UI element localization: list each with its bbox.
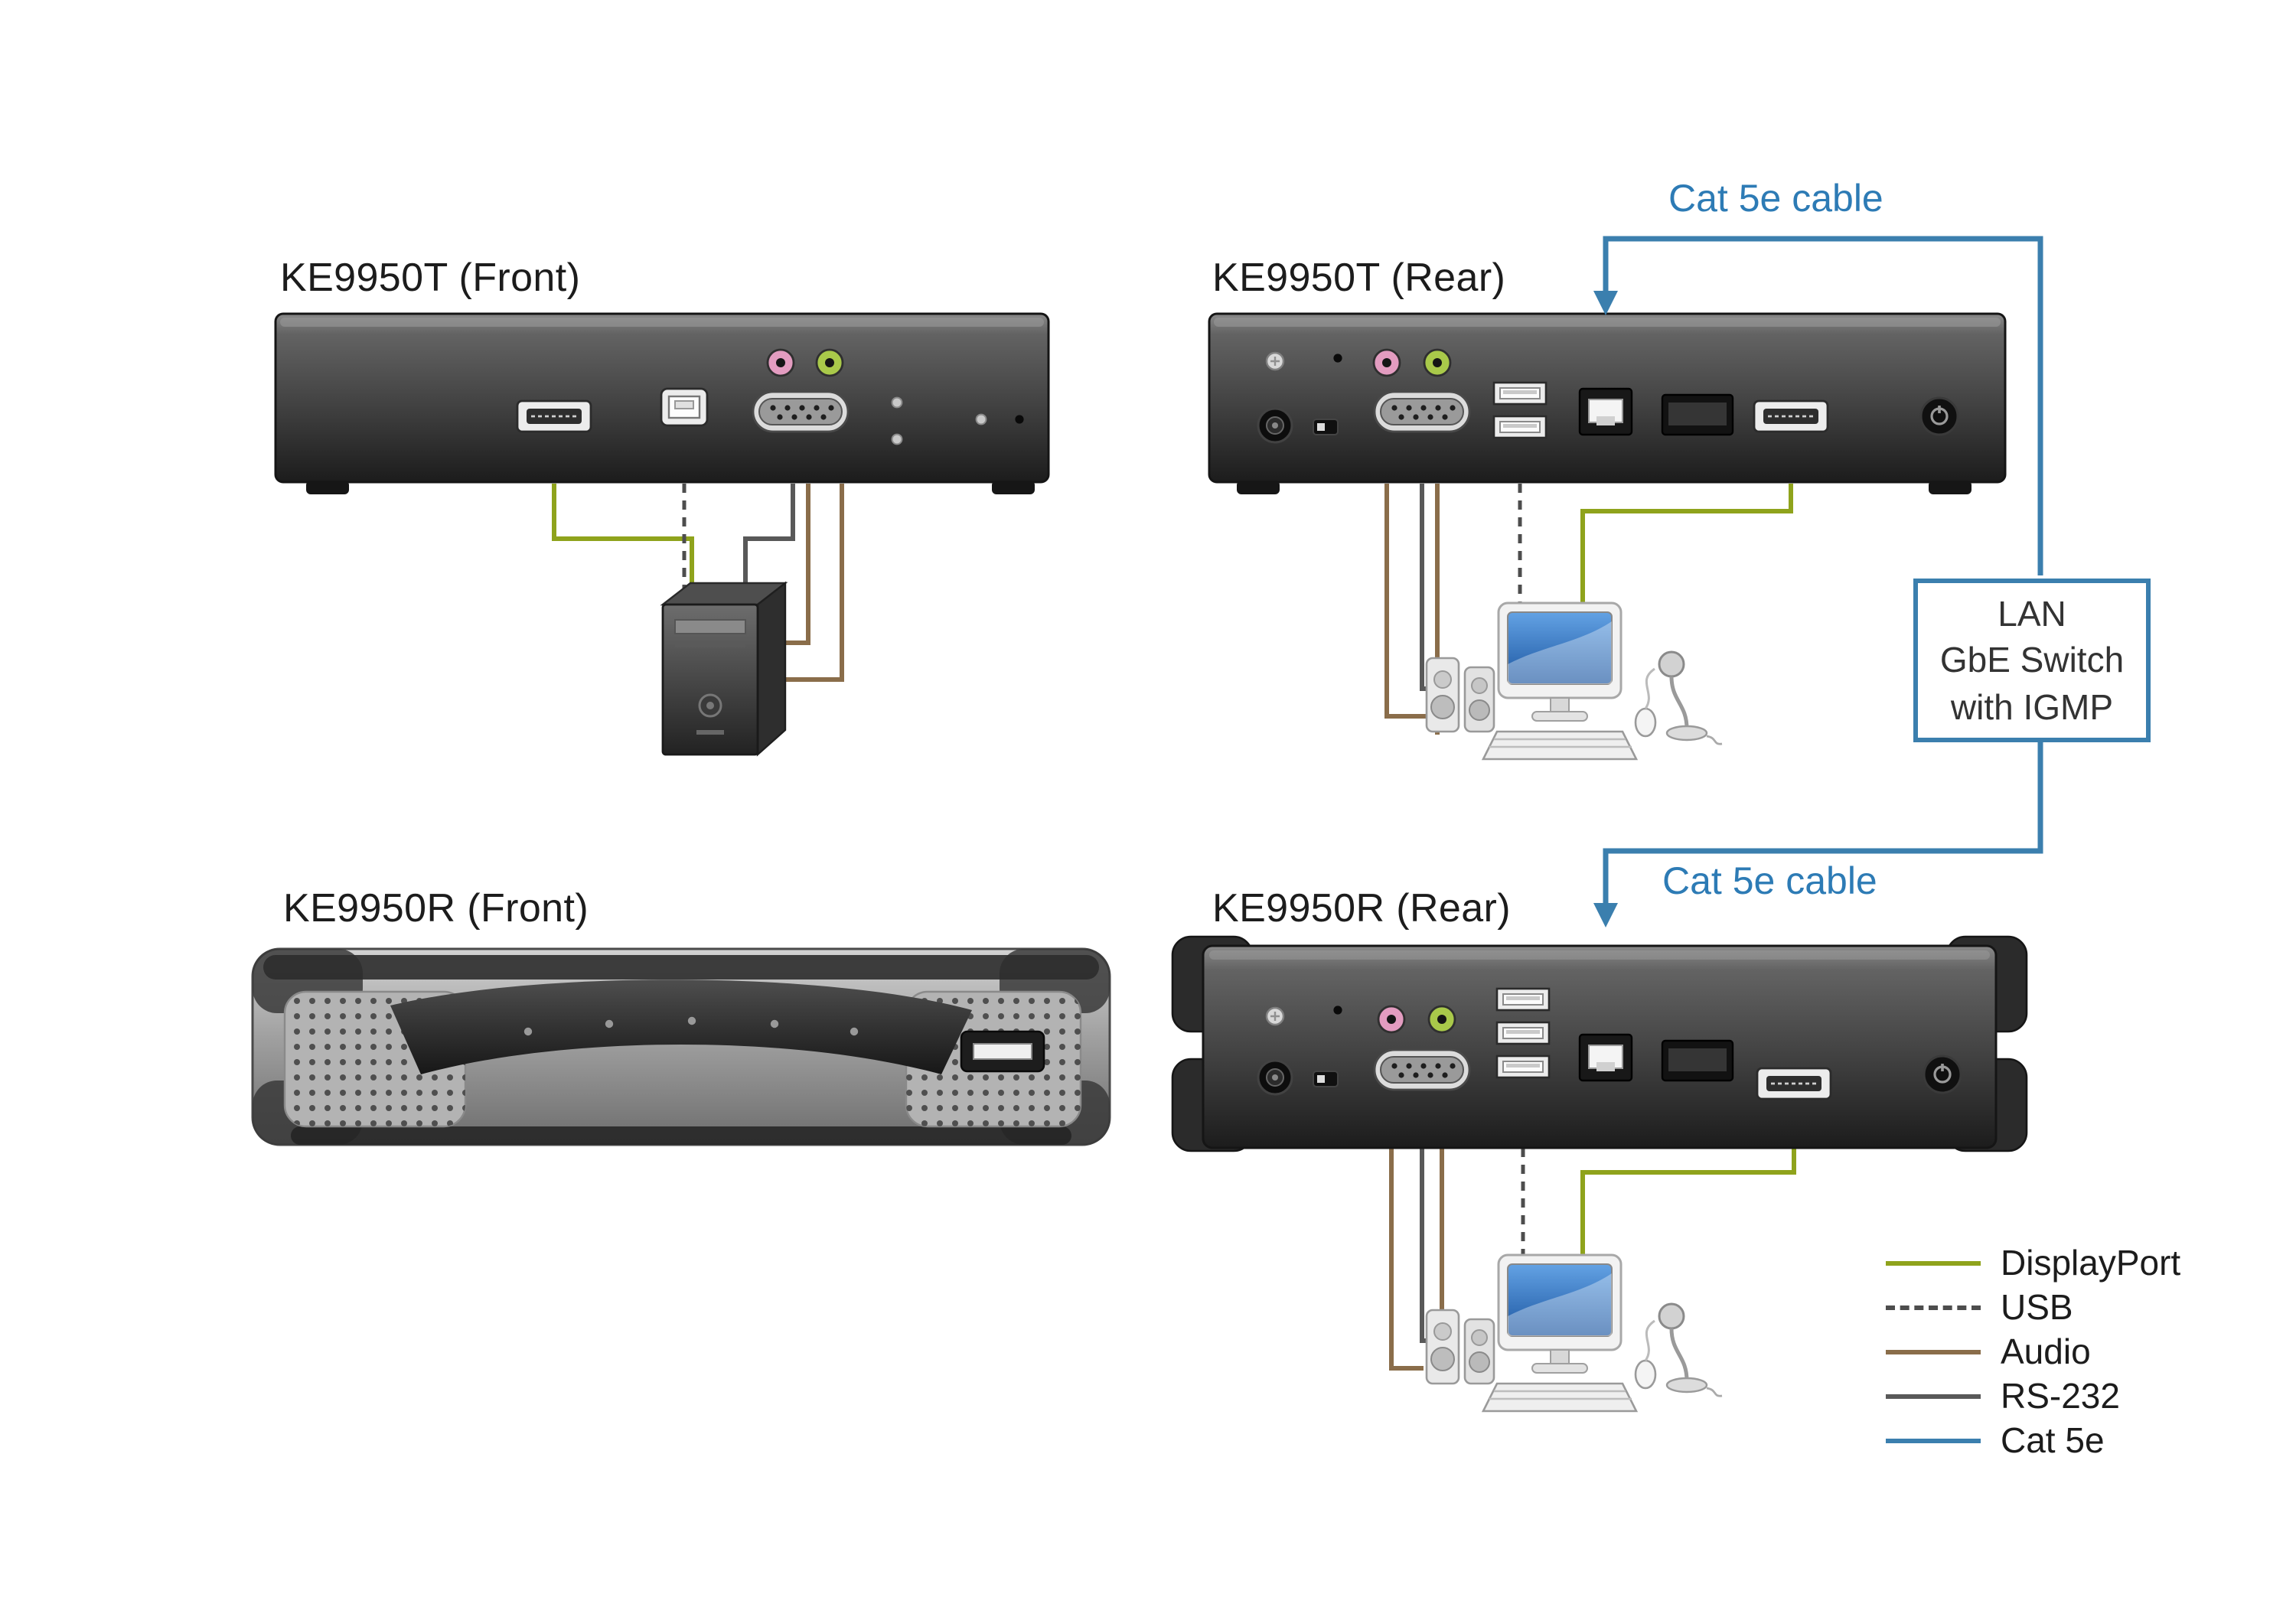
audio-cable-2 [785,484,844,682]
source-computer-tower [661,582,787,756]
audio-cable-1 [1384,484,1427,719]
mode-switch [1313,419,1339,435]
workstation-bottom [1427,1255,1722,1411]
ke9950t-rear-cables [1384,484,1793,735]
status-led [891,433,903,445]
lan-gbe-switch-box: LAN GbE Switch with IGMP [1913,579,2151,742]
front-accent-band [390,980,972,1074]
cat5e-cable-line [1603,742,2043,906]
front-band-studs [523,1016,859,1036]
ke9950t-rear-device [1208,312,2007,494]
rs232-cable [1420,484,1427,691]
rs232-cable [1420,1148,1427,1343]
audio-cable-1 [785,484,810,645]
legend-label: RS-232 [2001,1376,2120,1416]
power-connector [1923,1054,1962,1094]
switch-box-line: LAN [1998,593,2066,634]
rj45-lan-port [1578,387,1633,436]
legend-item-usb: USB [1886,1287,2180,1327]
legend-label: DisplayPort [2001,1243,2181,1283]
speaker-jack [815,348,844,377]
reset-hole [1015,415,1024,424]
legend-item-cat5e: Cat 5e [1886,1420,2180,1460]
mode-switch [1313,1071,1339,1087]
legend-label: Audio [2001,1332,2091,1371]
legend-label: USB [2001,1287,2073,1327]
legend-label: Cat 5e [2001,1420,2105,1460]
reset-hole [1333,1006,1342,1015]
rs232-db9-port [1373,390,1471,433]
usb-a-port [1492,415,1548,439]
dc-power-jack [1257,407,1293,444]
displayport-port [516,399,592,433]
usb-a-port [1492,381,1548,406]
audio-line-key [1886,1350,1981,1354]
audio-cable-1 [1389,1148,1424,1371]
usb-b-port [660,387,709,427]
displayport-cable [1580,1148,1796,1255]
ke9950r-front-device [251,947,1111,1146]
front-usb-port [960,1030,1045,1073]
cat5e-cable-top-run [1593,236,2043,575]
displayport-cable [1580,484,1793,603]
workstation-top [1427,603,1722,759]
ke9950t-front-cables [552,484,844,682]
usb-line-key [1886,1305,1981,1310]
ke9950t-front-device [274,312,1050,494]
sfp-slot [1661,393,1734,436]
displayport-port [1753,399,1829,433]
cat5e-cable-bottom-run [1593,742,2043,927]
mic-jack [1377,1005,1406,1034]
grounding-screw [1265,1006,1285,1026]
usb-a-port [1495,1054,1551,1079]
reset-hole [1333,354,1342,363]
ke9950r-rear-label: KE9950R (Rear) [1212,885,1511,931]
ke9950t-rear-label: KE9950T (Rear) [1212,254,1506,300]
arrowhead-down-icon [1593,903,1618,927]
sfp-slot [1661,1039,1734,1082]
mic-jack [766,348,795,377]
cat5e-line-key [1886,1439,1981,1443]
cable-legend: DisplayPort USB Audio RS-232 Cat 5e [1886,1243,2180,1471]
rs232-line-key [1886,1394,1981,1399]
ke9950t-front-label: KE9950T (Front) [280,254,581,300]
ke9950r-rear-cables [1389,1148,1796,1380]
ke9950r-front-label: KE9950R (Front) [283,885,589,931]
ke9950r-rear-device [1171,935,2028,1152]
displayport-cable [552,484,694,597]
switch-box-line: GbE Switch [1939,640,2125,680]
status-led [975,413,987,425]
cat5e-cable-top-label: Cat 5e cable [1668,178,1883,220]
usb-a-port [1495,1021,1551,1045]
device-foot [1929,481,1971,494]
cat5e-cable-line [1603,236,2043,575]
usb-a-port [1495,987,1551,1012]
power-connector [1919,396,1959,436]
device-foot [992,481,1035,494]
speaker-jack [1427,1005,1456,1034]
rs232-db9-port [752,390,850,433]
rs232-cable [743,484,795,594]
switch-box-line: with IGMP [1950,686,2114,727]
dc-power-jack [1257,1059,1293,1096]
rj45-lan-port [1578,1033,1633,1082]
displayport-line-key [1886,1261,1981,1266]
legend-item-displayport: DisplayPort [1886,1243,2180,1283]
legend-item-audio: Audio [1886,1332,2180,1371]
speaker-jack [1423,348,1452,377]
rs232-db9-port [1373,1048,1471,1091]
status-led [891,396,903,409]
mic-jack [1372,348,1401,377]
arrowhead-down-icon [1593,291,1618,315]
device-foot [306,481,349,494]
legend-item-rs232: RS-232 [1886,1376,2180,1416]
displayport-port [1756,1067,1832,1100]
device-foot [1237,481,1280,494]
grounding-screw [1265,351,1285,371]
cat5e-cable-bottom-label: Cat 5e cable [1662,860,1877,903]
